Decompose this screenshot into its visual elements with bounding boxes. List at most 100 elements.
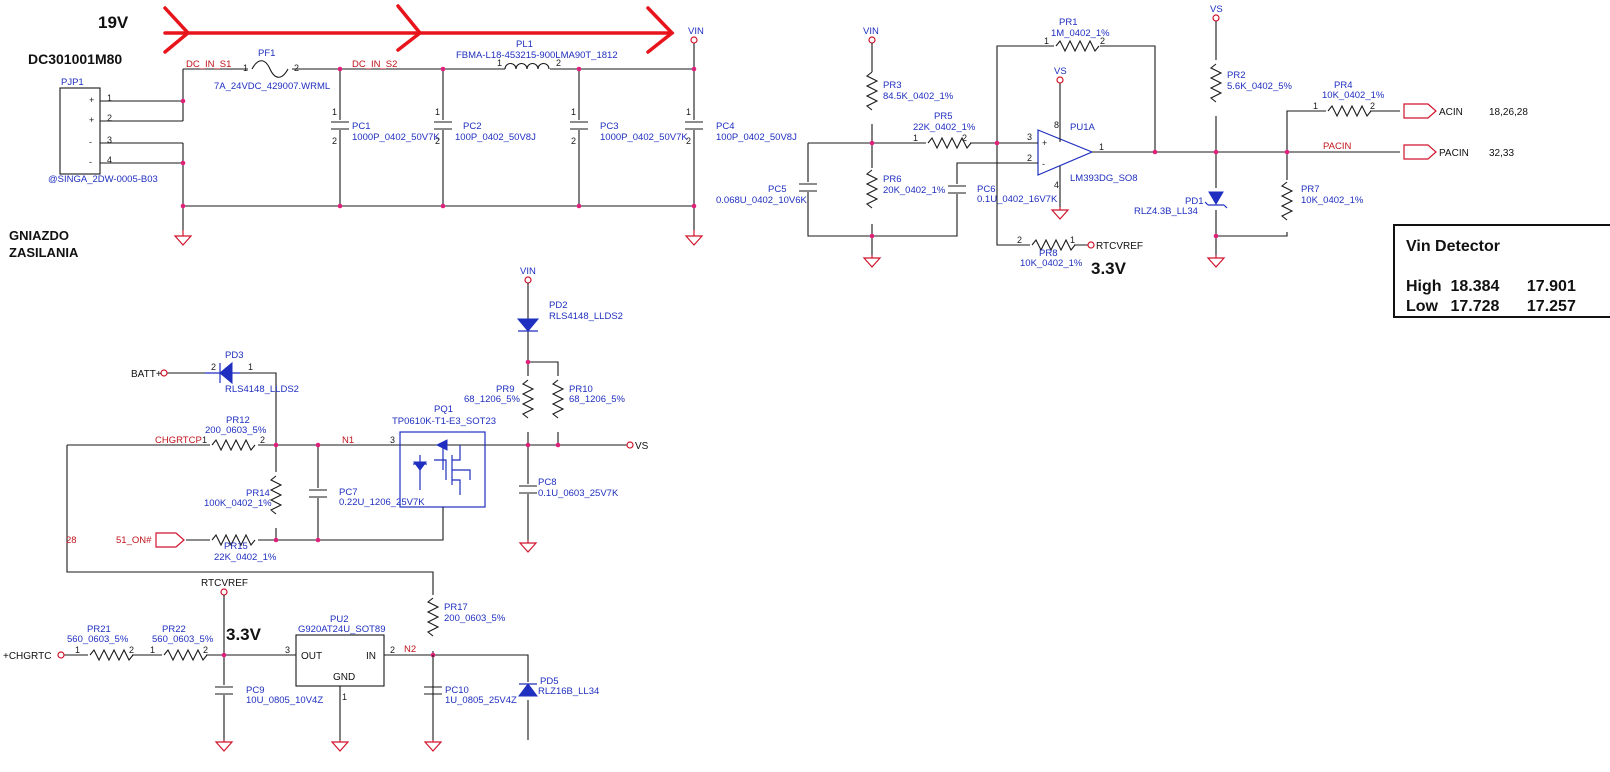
chgrtc-port <box>57 651 65 659</box>
svg-text:1: 1 <box>497 58 502 68</box>
svg-text:PC3: PC3 <box>600 121 618 132</box>
low-label: Low <box>1406 298 1438 315</box>
zener-pd1: PD1 RLZ4.3B_LL34 <box>1134 188 1228 217</box>
svg-text:PD5: PD5 <box>540 676 558 687</box>
net-vin-top: VIN <box>688 26 704 37</box>
svg-text:22K_0402_1%: 22K_0402_1% <box>913 122 976 133</box>
mosfet-pq1: PQ1 TP0610K-T1-E3_SOT23 3 <box>390 404 496 508</box>
svg-text:+: + <box>89 95 94 105</box>
svg-text:RLZ4.3B_LL34: RLZ4.3B_LL34 <box>1134 206 1198 217</box>
net-vs-opamp: VS <box>1054 66 1067 77</box>
svg-text:0.068U_0402_10V6K: 0.068U_0402_10V6K <box>716 195 808 206</box>
svg-text:PC9: PC9 <box>246 685 264 696</box>
resistor-pr17: PR17 200_0603_5% <box>426 595 506 651</box>
svg-text:3: 3 <box>390 435 395 445</box>
capacitor-pc10: PC10 1U_0805_25V4Z <box>423 685 517 706</box>
svg-text:PR7: PR7 <box>1301 184 1319 195</box>
svg-text:2: 2 <box>1370 101 1375 111</box>
svg-text:22K_0402_1%: 22K_0402_1% <box>214 552 277 563</box>
svg-text:1: 1 <box>913 133 918 143</box>
svg-text:PR2: PR2 <box>1227 70 1245 81</box>
pl1-ref: PL1 <box>516 39 533 50</box>
svg-text:PD1: PD1 <box>1185 196 1203 207</box>
net-n1: N1 <box>342 435 354 446</box>
vin-detector-low-row: Low 17.728 17.257 <box>1406 298 1576 316</box>
svg-text:PR12: PR12 <box>226 415 250 426</box>
svg-text:2: 2 <box>686 136 691 146</box>
svg-text:20K_0402_1%: 20K_0402_1% <box>883 185 946 196</box>
svg-text:2: 2 <box>294 63 299 73</box>
svg-text:PC8: PC8 <box>538 477 556 488</box>
diode-pd2: PD2 RLS4148_LLDS2 <box>516 300 623 332</box>
svg-text:10K_0402_1%: 10K_0402_1% <box>1301 195 1364 206</box>
svg-text:2: 2 <box>435 136 440 146</box>
net-vs-top: VS <box>1210 4 1223 15</box>
svg-text:1U_0805_25V4Z: 1U_0805_25V4Z <box>445 695 517 706</box>
on51-port <box>155 532 185 548</box>
svg-text:-: - <box>89 137 92 147</box>
net-vin-detector: VIN <box>863 26 879 37</box>
svg-text:PD3: PD3 <box>225 350 243 361</box>
capacitor-pc3: 12 PC3 1000P_0402_50V7K <box>569 107 688 146</box>
resistor-pr3: PR3 84.5K_0402_1% <box>865 71 954 124</box>
capacitor-pc1: 12 PC1 1000P_0402_50V7K <box>330 107 440 146</box>
net-batt: BATT+ <box>131 369 162 380</box>
svg-text:LM393DG_SO8: LM393DG_SO8 <box>1070 173 1138 184</box>
svg-text:3: 3 <box>285 645 290 655</box>
svg-text:2: 2 <box>211 362 216 372</box>
svg-text:4: 4 <box>1054 180 1059 190</box>
svg-text:1: 1 <box>75 645 80 655</box>
net-chgrtc: +CHGRTC <box>3 651 51 662</box>
vin-detector-table: Vin Detector High 18.384 17.901 Low 17.7… <box>1393 224 1610 318</box>
svg-text:2: 2 <box>390 645 395 655</box>
svg-text:1: 1 <box>1099 142 1104 152</box>
svg-text:1: 1 <box>150 645 155 655</box>
vin-port-detector <box>868 36 876 44</box>
svg-text:RLS4148_LLDS2: RLS4148_LLDS2 <box>549 311 623 322</box>
low-value-a: 17.728 <box>1450 298 1500 315</box>
pacin-pages: 32,33 <box>1489 148 1514 159</box>
svg-text:0.22U_1206_25V7K: 0.22U_1206_25V7K <box>339 497 425 508</box>
svg-text:1000P_0402_50V7K: 1000P_0402_50V7K <box>600 132 688 143</box>
capacitor-pc4: 12 PC4 100P_0402_50V8J <box>684 107 797 146</box>
comparator-pu1a: +- 32 1 84 PU1A LM393DG_SO8 <box>1027 120 1138 190</box>
net-pacin-port: PACIN <box>1439 148 1469 159</box>
pjp1-ref: PJP1 <box>61 77 84 88</box>
net-n2: N2 <box>404 644 416 655</box>
svg-text:1: 1 <box>202 435 207 445</box>
svg-text:1: 1 <box>1313 101 1318 111</box>
pf1-value: 7A_24VDC_429007.WRML <box>214 81 330 92</box>
acin-pages: 18,26,28 <box>1489 107 1528 118</box>
ground-symbol <box>173 230 193 246</box>
svg-text:PC10: PC10 <box>445 685 469 696</box>
resistor-pr7: PR7 10K_0402_1% <box>1280 180 1364 232</box>
batt-port <box>160 369 168 377</box>
ground-symbol <box>1050 207 1070 220</box>
svg-text:2: 2 <box>571 136 576 146</box>
zener-pd5: PD5 RLZ16B_LL34 <box>518 676 599 700</box>
svg-text:IN: IN <box>366 651 376 662</box>
svg-text:8: 8 <box>1054 120 1059 130</box>
svg-text:PR8: PR8 <box>1039 248 1057 259</box>
resistor-pr14: PR14 100K_0402_1% <box>204 472 283 528</box>
low-value-b: 17.257 <box>1526 298 1576 315</box>
svg-text:2: 2 <box>1027 153 1032 163</box>
svg-text:PR17: PR17 <box>444 602 468 613</box>
svg-text:100K_0402_1%: 100K_0402_1% <box>204 498 272 509</box>
capacitor-pc5: PC5 0.068U_0402_10V6K <box>716 182 818 206</box>
vs-port-out <box>626 441 634 449</box>
svg-text:PR4: PR4 <box>1334 80 1352 91</box>
svg-text:PR15: PR15 <box>224 541 248 552</box>
svg-text:2: 2 <box>1100 36 1105 46</box>
svg-text:2: 2 <box>203 645 208 655</box>
rtcvref-port-reg <box>220 588 228 596</box>
svg-text:-: - <box>1042 159 1045 169</box>
